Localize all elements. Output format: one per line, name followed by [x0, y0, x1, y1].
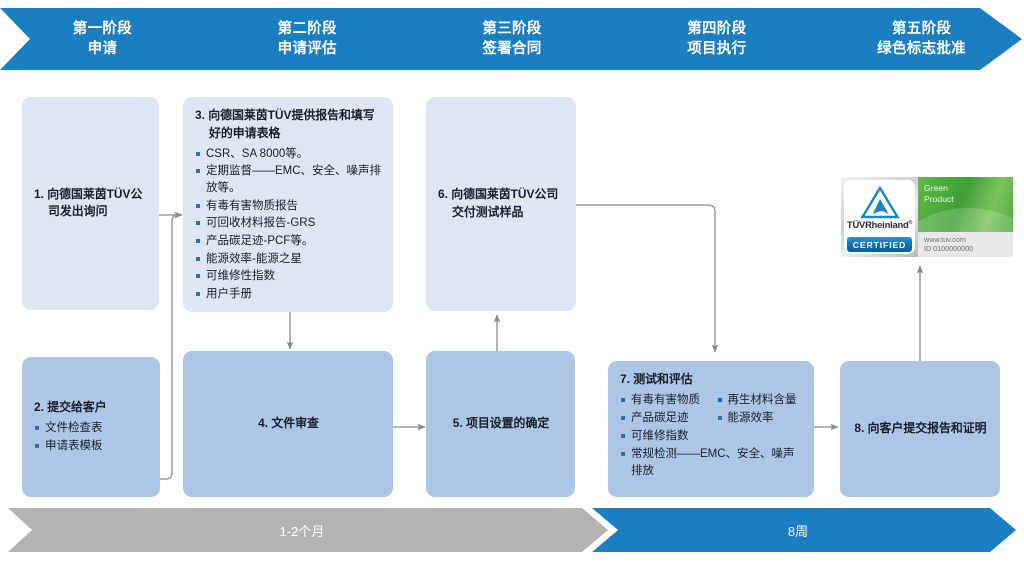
step-5-title: 5. 项目设置的确定: [452, 416, 550, 431]
list-item: 有毒有害物质: [620, 392, 707, 409]
step-box-6[interactable]: 6. 向德国莱茵TÜV公司交付测试样品: [426, 97, 576, 311]
list-item: 可维修性指数: [195, 268, 382, 285]
step-box-2[interactable]: 2. 提交给客户 文件检查表 申请表模板: [22, 357, 160, 497]
tuv-rheinland-certification-logo: TÜVRheinland® CERTIFIED Green Product ww…: [841, 177, 1013, 257]
list-item: 再生材料含量: [717, 392, 804, 409]
step-8-title: 8. 向客户提交报告和证明: [854, 421, 987, 436]
timeline-segment-1: 1-2个月: [8, 508, 608, 552]
phase-1-line1: 第一阶段: [72, 21, 132, 37]
list-item: 申请表模板: [34, 437, 149, 454]
phase-2-line2: 申请评估: [277, 41, 337, 57]
phase-4-line2: 项目执行: [687, 41, 747, 57]
phase-4-line1: 第四阶段: [687, 21, 747, 37]
green-line-2: Product: [924, 193, 954, 204]
phase-4: 第四阶段 项目执行: [614, 19, 819, 59]
phase-2-line1: 第二阶段: [277, 21, 337, 37]
green-product-label: Green Product: [918, 177, 1013, 204]
step-1-title: 1. 向德国莱茵TÜV公司发出询问: [34, 186, 143, 219]
tuv-triangle-icon: [859, 186, 900, 219]
list-item: 常规检测——EMC、安全、噪声排放: [620, 446, 803, 479]
step-3-bullets: CSR、SA 8000等。 定期监督——EMC、安全、噪声排放等。 有毒有害物质…: [195, 146, 382, 303]
registered-mark-icon: ®: [908, 219, 913, 226]
step-7-bullets-full: 可维修指数 常规检测——EMC、安全、噪声排放: [620, 428, 803, 479]
step-4-title: 4. 文件审查: [258, 416, 319, 431]
list-item: 文件检查表: [34, 420, 149, 437]
phase-5-line2: 绿色标志批准: [877, 41, 966, 57]
list-item: CSR、SA 8000等。: [195, 146, 382, 163]
list-item: 可回收材料报告-GRS: [195, 215, 382, 232]
phase-3-line1: 第三阶段: [482, 21, 542, 37]
logo-website: www.tuv.com: [924, 234, 966, 244]
list-item: 产品碳足迹-PCF等。: [195, 233, 382, 250]
green-gradient-area: Green Product: [918, 177, 1013, 232]
list-item: 可维修指数: [620, 428, 803, 445]
step-3-title: 3. 向德国莱茵TÜV提供报告和填写好的申请表格: [195, 108, 375, 140]
phase-5-line1: 第五阶段: [891, 21, 952, 37]
tuv-brand-text: TÜVRheinland®: [846, 219, 913, 230]
step-2-bullets: 文件检查表 申请表模板: [34, 420, 149, 454]
phase-1: 第一阶段 申请: [0, 19, 205, 59]
list-item: 能源效率-能源之星: [195, 251, 382, 268]
certified-badge: CERTIFIED: [847, 237, 912, 252]
step-7-title: 7. 测试和评估: [620, 372, 693, 386]
green-line-1: Green: [924, 183, 948, 193]
timeline-segment-2: 8周: [592, 508, 1016, 552]
step-box-1[interactable]: 1. 向德国莱茵TÜV公司发出询问: [22, 97, 159, 310]
list-item: 用户手册: [195, 286, 382, 303]
phase-banner: 第一阶段 申请 第二阶段 申请评估 第三阶段 签署合同 第四阶段 项目执行 第五…: [0, 8, 1022, 70]
phase-2: 第二阶段 申请评估: [205, 19, 410, 59]
list-item: 有毒有害物质报告: [195, 198, 382, 215]
step-box-7[interactable]: 7. 测试和评估 有毒有害物质 产品碳足迹 再生材料含量 能源效率 可维修指数 …: [608, 361, 814, 497]
logo-meta: www.tuv.com ID 0100000000: [918, 235, 973, 254]
step-6-title: 6. 向德国莱茵TÜV公司交付测试样品: [438, 187, 559, 219]
list-item: 定期监督——EMC、安全、噪声排放等。: [195, 163, 382, 196]
green-product-panel: Green Product www.tuv.com ID 0100000000: [918, 177, 1013, 257]
phase-5: 第五阶段 绿色标志批准: [819, 19, 1022, 59]
phase-3: 第三阶段 签署合同: [410, 19, 615, 59]
list-item: 产品碳足迹: [620, 410, 707, 427]
step-2-title: 2. 提交给客户: [34, 399, 107, 414]
phase-3-line2: 签署合同: [482, 41, 542, 57]
step-7-bullets-columns: 有毒有害物质 产品碳足迹 再生材料含量 能源效率: [620, 392, 803, 427]
step-box-4[interactable]: 4. 文件审查: [183, 351, 393, 497]
timeline-segment-2-label: 8周: [787, 523, 809, 539]
step-box-3[interactable]: 3. 向德国莱茵TÜV提供报告和填写好的申请表格 CSR、SA 8000等。 定…: [183, 97, 393, 312]
timeline-segment-1-label: 1-2个月: [279, 523, 325, 539]
step-box-8[interactable]: 8. 向客户提交报告和证明: [840, 361, 1000, 497]
phase-1-line2: 申请: [87, 41, 118, 57]
list-item: 能源效率: [717, 410, 804, 427]
tuv-seal-frame: TÜVRheinland® CERTIFIED: [841, 177, 918, 257]
step-box-5[interactable]: 5. 项目设置的确定: [426, 351, 575, 497]
logo-id: ID 0100000000: [924, 244, 974, 254]
